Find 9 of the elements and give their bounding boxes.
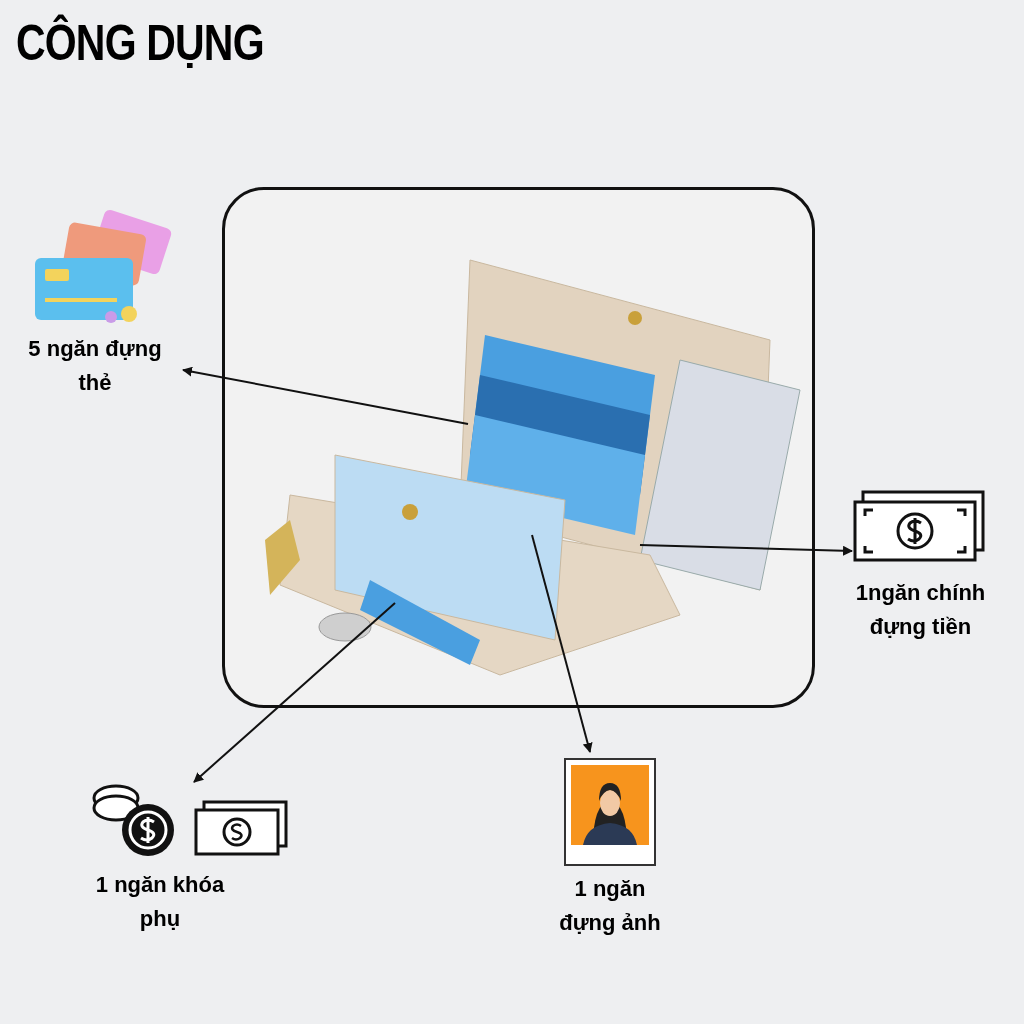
callout-text: 1 ngăn khóa phụ xyxy=(95,871,225,933)
arrow xyxy=(182,366,469,425)
arrow xyxy=(531,534,593,753)
arrow xyxy=(639,544,853,556)
callout-text: 1 ngăn đựng ảnh xyxy=(558,875,662,937)
arrow xyxy=(193,602,396,783)
callout-text: 1ngăn chính đựng tiền xyxy=(854,579,987,641)
callout-text: 5 ngăn đựng thẻ xyxy=(27,335,163,397)
heading: CÔNG DỤNG xyxy=(16,14,264,72)
